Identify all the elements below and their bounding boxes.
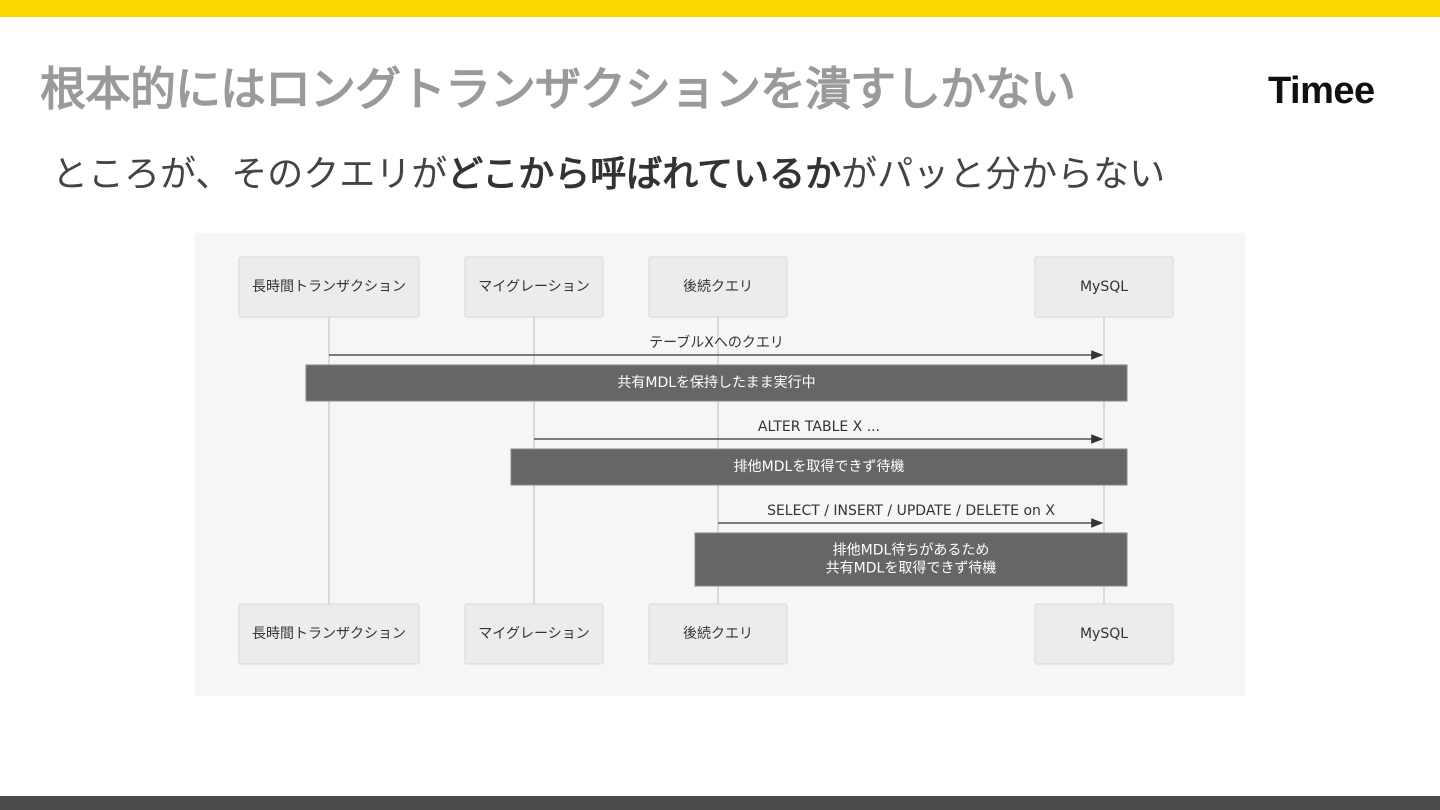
subtitle-part1: ところが、そのクエリが	[52, 154, 448, 195]
message-label: SELECT / INSERT / UPDATE / DELETE on X	[767, 503, 1055, 519]
note: 共有MDLを保持したまま実行中	[305, 364, 1128, 402]
bottom-bar	[0, 796, 1440, 810]
note: 排他MDLを取得できず待機	[510, 448, 1128, 486]
subtitle-part2: がパッと分からない	[841, 154, 1166, 195]
participant-label: 長時間トランザクション	[252, 279, 406, 295]
slide-subtitle: ところが、そのクエリがどこから呼ばれているかがパッと分からない	[52, 150, 1252, 200]
participant-db-top: MySQL	[1034, 256, 1174, 318]
participant-next-top: 後続クエリ	[648, 256, 788, 318]
note-box	[694, 532, 1128, 587]
participant-mig-bottom: マイグレーション	[464, 603, 604, 665]
sequence-diagram: テーブルXへのクエリ共有MDLを保持したまま実行中 ALTER TABLE X .…	[195, 233, 1245, 696]
timee-logo: Timee	[1268, 70, 1375, 112]
message: テーブルXへのクエリ	[329, 334, 1104, 360]
participant-label: 長時間トランザクション	[252, 626, 406, 642]
message: ALTER TABLE X ...	[534, 419, 1104, 444]
participant-label: マイグレーション	[478, 626, 589, 642]
message-label: テーブルXへのクエリ	[649, 334, 784, 351]
participant-box	[648, 256, 788, 318]
subtitle-emphasis: どこから呼ばれているか	[447, 154, 842, 195]
participant-box	[1034, 256, 1174, 318]
note-label: 共有MDLを保持したまま実行中	[617, 375, 815, 391]
note-label: 排他MDL待ちがあるため	[833, 543, 990, 559]
participant-box	[1034, 603, 1174, 665]
participant-mig-top: マイグレーション	[464, 256, 604, 318]
participant-label: マイグレーション	[478, 279, 589, 295]
participant-label: 後続クエリ	[683, 625, 753, 642]
top-accent-bar	[0, 0, 1440, 17]
participant-txn-bottom: 長時間トランザクション	[238, 603, 420, 665]
slide-title: 根本的にはロングトランザクションを潰すしかない	[40, 62, 1076, 116]
participant-db-bottom: MySQL	[1034, 603, 1174, 665]
participant-label: 後続クエリ	[683, 278, 753, 295]
message-label: ALTER TABLE X ...	[758, 419, 880, 435]
participant-box	[464, 603, 604, 665]
note-label: 排他MDLを取得できず待機	[734, 458, 905, 475]
participant-next-bottom: 後続クエリ	[648, 603, 788, 665]
note-box	[510, 448, 1128, 486]
note-box	[305, 364, 1128, 402]
note-label: 共有MDLを取得できず待機	[826, 560, 997, 577]
participant-box	[238, 603, 420, 665]
participant-txn-top: 長時間トランザクション	[238, 256, 420, 318]
participant-box	[238, 256, 420, 318]
participant-box	[464, 256, 604, 318]
participant-label: MySQL	[1080, 626, 1128, 642]
participant-box	[648, 603, 788, 665]
participant-label: MySQL	[1080, 279, 1128, 295]
message: SELECT / INSERT / UPDATE / DELETE on X	[718, 503, 1104, 528]
